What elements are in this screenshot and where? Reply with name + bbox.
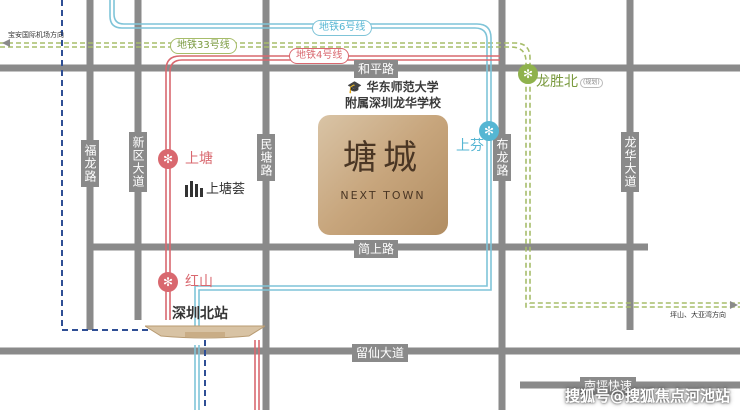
graduation-cap-icon: 🎓: [347, 80, 363, 94]
school-name-line1: 🎓 华东师范大学: [345, 80, 441, 96]
metro-line-33-label: 地铁33号线: [170, 38, 237, 54]
metro-station-icon-longshengbei[interactable]: ✻: [518, 64, 538, 84]
road-label-nanping: 南坪快速: [580, 377, 637, 395]
metro-station-icon-shangfen[interactable]: ✻: [479, 121, 499, 141]
project-title: 塘城: [343, 138, 423, 178]
school-label: 🎓 华东师范大学 附属深圳龙华学校: [345, 80, 441, 111]
road-label-longhua: 龙华大道: [621, 132, 639, 192]
station-label-shangtang: 上塘: [185, 151, 213, 167]
metro-line-6-path: [109, 0, 492, 410]
metro-station-icon-shangtang[interactable]: ✻: [158, 149, 178, 169]
station-label-shangfen: 上芬: [456, 138, 484, 154]
station-label-hongshan: 红山: [185, 274, 213, 290]
road-label-heping: 和平路: [354, 60, 399, 78]
watermark-text: 搜狐号@搜狐焦点河池站: [564, 387, 730, 405]
road-label-bulong: 布龙路: [493, 134, 511, 181]
project-subtitle: NEXT TOWN: [340, 189, 426, 202]
road-label-jianshang: 简上路: [354, 240, 399, 258]
road-label-xinqu: 新区大道: [129, 132, 147, 192]
direction-arrows: [2, 39, 738, 309]
station-label-longshengbei: 龙胜北: [536, 74, 578, 90]
intercity-rail-path: [61, 0, 206, 410]
airport-direction-label: 宝安国际机场方向: [8, 31, 64, 39]
pingshan-direction-label: 坪山、大亚湾方向: [670, 311, 726, 319]
road-label-fulong: 福龙路: [81, 140, 99, 187]
metro-line-4-label: 地铁4号线: [289, 48, 350, 64]
road-label-liuxian: 留仙大道: [352, 344, 409, 362]
school-name-text-1: 华东师范大学: [366, 80, 439, 94]
road-label-minkeng: 民塘路: [257, 134, 275, 181]
metro-line-6-label: 地铁6号线: [312, 20, 373, 36]
project-block[interactable]: 塘城 NEXT TOWN: [318, 115, 448, 235]
station-label-shenzhen-north: 深圳北站: [172, 306, 228, 322]
building-icon: [185, 181, 203, 197]
school-name-line2: 附属深圳龙华学校: [345, 95, 442, 110]
metro-line-4-path: [165, 55, 500, 410]
station-tag-planned: (规划): [580, 78, 603, 88]
shenzhen-north-station-icon[interactable]: [145, 322, 265, 340]
poi-label-shangtang-hui: 上塘荟: [206, 182, 246, 197]
metro-station-icon-hongshan[interactable]: ✻: [158, 272, 178, 292]
metro-line-33-path: [0, 42, 740, 308]
